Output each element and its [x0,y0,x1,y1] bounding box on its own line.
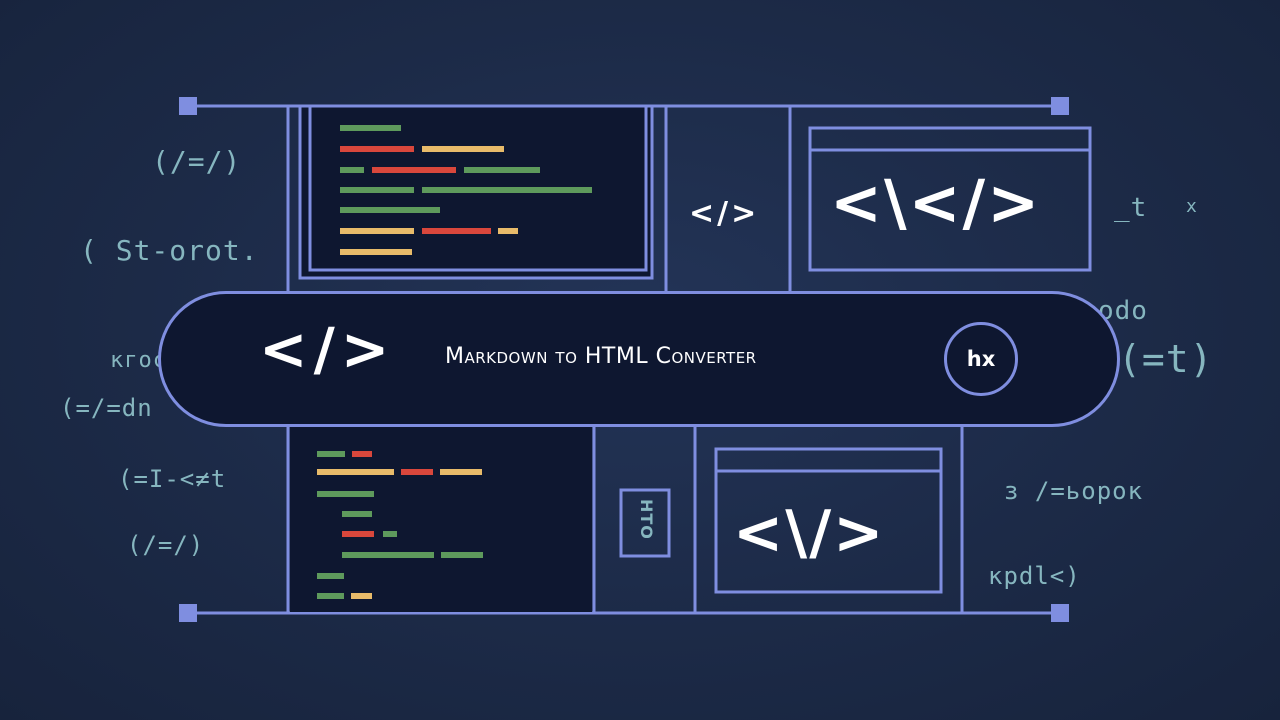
bg-glyph: ( St-orot. [80,234,259,267]
bg-glyph: (=I-<≠t [118,465,227,493]
code-lines-bottom [317,451,483,599]
corner-handles [179,97,1069,622]
preview-top-code-icon: <\</> [830,166,1042,239]
middle-code-icon: </> [689,196,760,231]
code-lines-top [340,125,592,255]
hx-badge-icon: hx [944,322,1018,396]
bg-glyph: кpdl<) [988,562,1081,590]
browser-window-icon [714,447,943,594]
tag-badge-box [619,488,671,558]
bg-glyph: (=/=dn [60,394,153,422]
tag-badge-label: HTO [637,499,656,540]
preview-bottom-code-icon: <\/> [733,498,886,568]
bg-glyph: кгoс [110,348,167,373]
badge-label: hx [966,347,996,371]
bg-glyph: x [1186,196,1198,217]
title-banner: </> Markdown to HTML Converter hx [158,291,1120,427]
bg-glyph: _t [1114,193,1148,223]
page-title: Markdown to HTML Converter [445,344,757,369]
bg-glyph: (/=/) [152,145,242,178]
code-icon: </> [259,315,396,383]
browser-window-icon [808,126,1092,272]
bg-glyph: (=t) [1118,337,1214,381]
bg-glyph: з /=ьopoк [1004,477,1144,505]
bg-glyph: (/=/) [127,531,205,559]
